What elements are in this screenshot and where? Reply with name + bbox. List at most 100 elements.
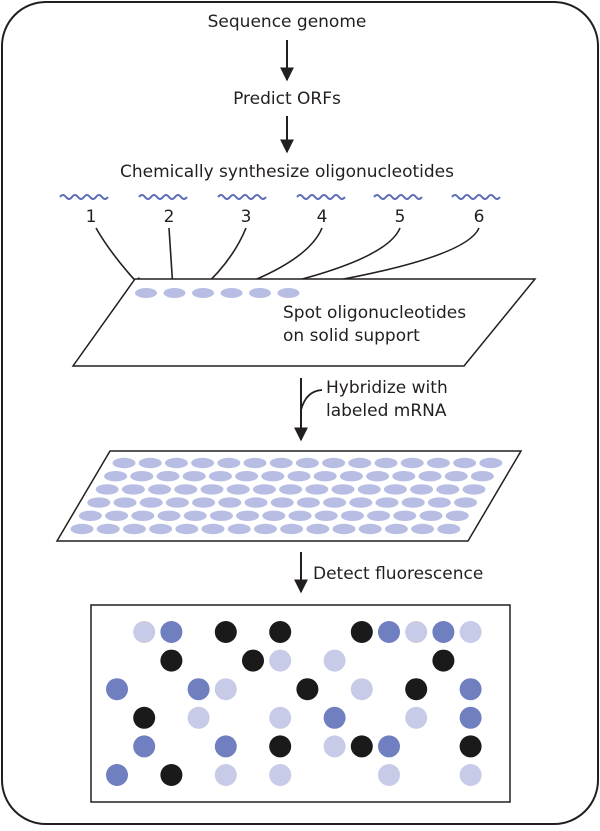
hybridized-spot bbox=[208, 471, 232, 482]
hybridized-spot bbox=[418, 471, 442, 482]
support-spot bbox=[163, 288, 186, 298]
hybridized-spot bbox=[112, 457, 136, 469]
hybridized-spot bbox=[244, 497, 268, 508]
hybridized-spot bbox=[445, 510, 469, 521]
fluorescence-dot-medium bbox=[106, 678, 128, 701]
hybridized-spot bbox=[287, 471, 311, 482]
oligo-label: 1 bbox=[86, 207, 97, 227]
fluorescence-dot-medium bbox=[106, 764, 128, 786]
hybridized-spot bbox=[175, 523, 199, 535]
hybridized-spot bbox=[340, 510, 364, 521]
hybridized-spot bbox=[279, 484, 303, 495]
fluorescence-dot-dark bbox=[296, 678, 319, 701]
hybridized-spot bbox=[314, 510, 338, 521]
step-detect-fluorescence: Detect fluorescence bbox=[313, 564, 483, 584]
support-spot bbox=[192, 288, 214, 298]
fluorescence-dot-medium bbox=[378, 735, 400, 758]
hybridized-spot bbox=[226, 484, 250, 495]
fluorescence-dot-light bbox=[269, 706, 292, 729]
hybridized-spot bbox=[148, 484, 172, 495]
step-predict-orfs: Predict ORFs bbox=[233, 89, 341, 109]
hybridized-spot bbox=[235, 471, 259, 482]
hybridized-spot bbox=[156, 471, 180, 482]
hybridized-spot bbox=[393, 510, 417, 521]
fluorescence-dot-dark bbox=[350, 735, 373, 758]
hybridized-spot bbox=[349, 497, 373, 508]
step-sequence-genome: Sequence genome bbox=[208, 12, 367, 32]
hybridized-spot bbox=[131, 510, 155, 521]
hybridized-spot bbox=[339, 471, 363, 482]
fluorescence-dot-light bbox=[269, 764, 292, 786]
hybridized-spot bbox=[313, 471, 337, 482]
support-spot bbox=[220, 288, 243, 298]
fluorescence-dot-medium bbox=[432, 621, 455, 643]
fluorescence-dot-light bbox=[378, 764, 400, 786]
hybridized-spot bbox=[453, 457, 477, 469]
hybridized-spot bbox=[78, 510, 102, 521]
hybridized-spot bbox=[95, 484, 119, 495]
hybridized-spot bbox=[269, 457, 293, 469]
fluorescence-dot-medium bbox=[459, 678, 482, 701]
hybridized-spot bbox=[280, 523, 304, 535]
hybridized-spot bbox=[305, 484, 329, 495]
oligo-label: 2 bbox=[164, 207, 175, 227]
hybridized-spot bbox=[217, 457, 241, 469]
fluorescence-dot-light bbox=[323, 649, 346, 672]
hybridized-spot bbox=[419, 510, 443, 521]
fluorescence-dot-light bbox=[405, 706, 428, 729]
hybridized-spot bbox=[374, 457, 398, 469]
oligo-wave bbox=[217, 194, 267, 200]
hybridized-spot bbox=[332, 523, 356, 535]
hybridized-spot bbox=[470, 471, 494, 482]
hybridized-spot bbox=[296, 497, 320, 508]
fluorescence-dot-dark bbox=[432, 649, 455, 672]
fluorescence-dot-light bbox=[214, 764, 237, 786]
hybridized-spot bbox=[411, 523, 435, 535]
fluorescence-dot-light bbox=[133, 621, 156, 643]
hybridized-spot bbox=[444, 471, 468, 482]
hybridized-spot bbox=[183, 510, 207, 521]
hybridized-spot bbox=[121, 484, 145, 495]
fluorescence-dot-medium bbox=[187, 678, 210, 701]
hybridized-spots bbox=[70, 457, 503, 535]
hybridized-spot bbox=[367, 510, 391, 521]
hybridized-spot bbox=[437, 523, 461, 535]
step-hybridize-line2: labeled mRNA bbox=[326, 401, 447, 421]
hybridized-spot bbox=[270, 497, 294, 508]
oligo-wave bbox=[296, 194, 346, 200]
fluorescence-dot-dark bbox=[459, 735, 482, 758]
hybridized-spot bbox=[157, 510, 181, 521]
hybridized-spot bbox=[174, 484, 198, 495]
hybridized-spot bbox=[427, 497, 451, 508]
hybridized-spot bbox=[236, 510, 260, 521]
hybridized-spot bbox=[426, 457, 450, 469]
oligo-wave bbox=[373, 194, 423, 200]
hybridized-spot bbox=[191, 457, 215, 469]
oligo-label: 5 bbox=[395, 207, 406, 227]
hybridized-spot bbox=[454, 497, 478, 508]
hybridized-spot bbox=[322, 457, 346, 469]
step-hybridize-line1: Hybridize with bbox=[326, 378, 448, 398]
fluorescence-dot-dark bbox=[405, 678, 428, 701]
fluorescence-dot-dark bbox=[214, 621, 237, 643]
fluorescence-dot-light bbox=[214, 678, 237, 701]
oligonucleotide-waves bbox=[59, 194, 501, 200]
hybridized-spot bbox=[192, 497, 216, 508]
fluorescence-dot-medium bbox=[133, 735, 156, 758]
hybridized-spot bbox=[122, 523, 146, 535]
hybridized-spot bbox=[113, 497, 137, 508]
oligo-wave bbox=[451, 194, 501, 200]
hybridized-spot bbox=[401, 497, 425, 508]
hybridized-spot bbox=[400, 457, 424, 469]
hybridized-spot bbox=[227, 523, 251, 535]
hybridized-spot bbox=[462, 484, 486, 495]
spotted-oligos bbox=[135, 288, 300, 298]
fluorescence-dot-light bbox=[187, 706, 210, 729]
oligo-wave bbox=[59, 194, 109, 200]
fluorescence-dot-dark bbox=[133, 706, 156, 729]
oligo-label: 4 bbox=[317, 207, 328, 227]
hybridized-spot bbox=[358, 523, 382, 535]
fluorescence-dots bbox=[106, 621, 482, 786]
